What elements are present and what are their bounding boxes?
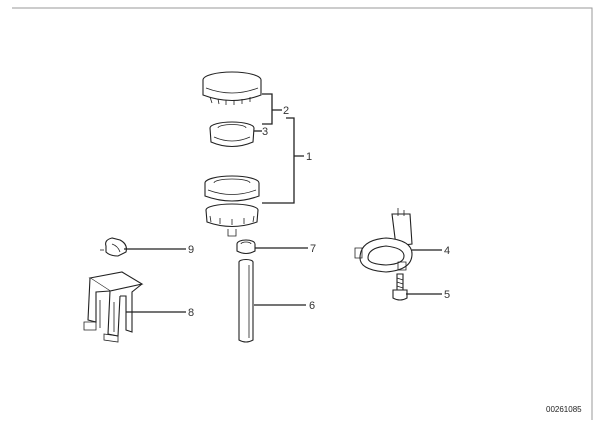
bracket-part xyxy=(83,271,144,343)
top-cap-part xyxy=(202,71,262,105)
upper-bearing-ring-part xyxy=(209,121,255,148)
diagram-frame xyxy=(12,7,593,420)
shaft-tube-part xyxy=(238,258,254,343)
small-ring-part xyxy=(236,239,256,255)
screw-part xyxy=(392,273,408,301)
callout-6: 6 xyxy=(309,300,315,312)
leader-line-1 xyxy=(262,117,304,204)
leader-line-2 xyxy=(262,93,282,125)
callout-8: 8 xyxy=(188,307,194,319)
clip-part xyxy=(100,237,127,257)
callout-3: 3 xyxy=(262,126,268,138)
callout-2: 2 xyxy=(283,105,289,117)
callout-1: 1 xyxy=(306,151,312,163)
callout-9: 9 xyxy=(188,244,194,256)
callout-4: 4 xyxy=(444,245,450,257)
callout-5: 5 xyxy=(444,289,450,301)
bearing-stack-part xyxy=(204,175,260,237)
holder-clamp-part xyxy=(354,208,413,273)
diagram-id: 00261085 xyxy=(546,405,582,414)
callout-7: 7 xyxy=(310,243,316,255)
